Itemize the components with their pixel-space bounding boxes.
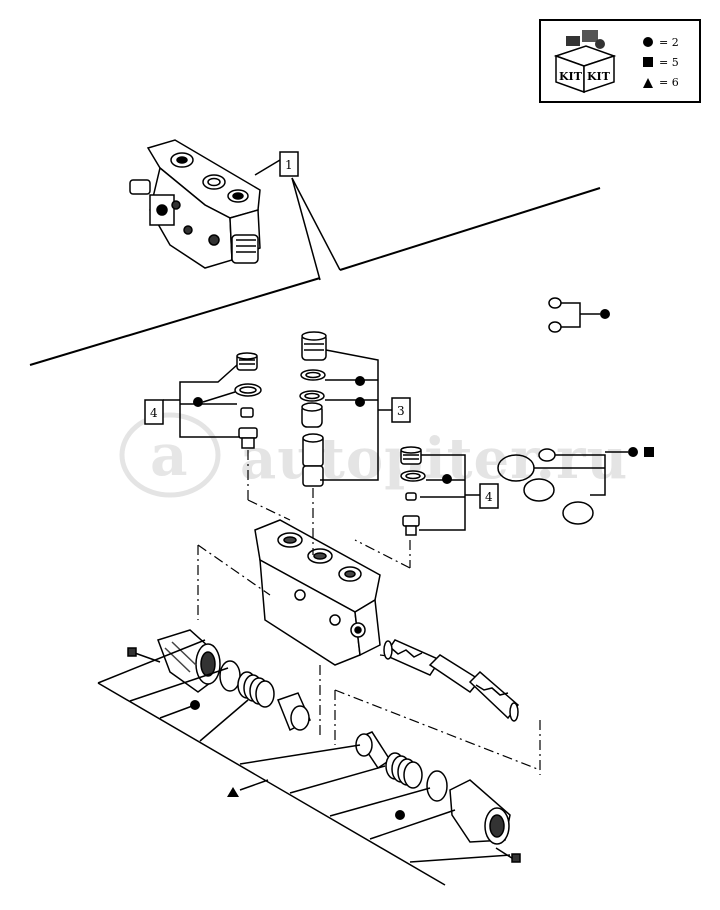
large-o-rings [497, 447, 654, 525]
legend-circle-icon [643, 37, 653, 47]
callout-4-right [419, 454, 499, 531]
spool [383, 639, 520, 722]
legend-triangle-icon [643, 78, 653, 88]
bottom-kit-bracket [97, 639, 511, 886]
right-end-cap-assembly [355, 731, 521, 863]
large-o-rings-kit-square [644, 447, 654, 457]
callout-4-left-label: 4 [150, 406, 158, 420]
legend-square-icon [643, 57, 653, 67]
right-stack-kit-circle [442, 474, 452, 484]
callout-3 [320, 349, 411, 481]
o-ring-pair [548, 297, 610, 333]
valve-section-body [254, 519, 381, 666]
dashed-assembly-lines [197, 450, 541, 775]
callout-1-label: 1 [285, 158, 293, 172]
callout-4-left [144, 364, 240, 438]
right-spring [385, 752, 423, 789]
o-ring-pair-kit-circle [600, 309, 610, 319]
callout-4-right-label: 4 [485, 490, 493, 504]
bracket-kit-triangle [227, 787, 239, 797]
left-plug-stack [234, 352, 262, 449]
kit-box-icon: KIT KIT [553, 30, 617, 94]
callout-1: 1 [254, 151, 341, 281]
left-spring [237, 671, 275, 708]
kit-legend: KIT KIT = 2 = 5 = 6 [539, 19, 701, 103]
left-end-cap-assembly [127, 629, 311, 732]
left-cap-kit-circle [190, 700, 200, 710]
right-plug-stack [400, 446, 426, 536]
right-cap-kit-circle [395, 810, 405, 820]
center-stack-kit-circle-1 [355, 376, 365, 386]
center-spool-stack [299, 331, 327, 487]
svg-text:a: a [150, 421, 188, 489]
kit-label-right: KIT [587, 70, 611, 83]
kit-label-left: KIT [559, 70, 583, 83]
left-stack-kit-circle [193, 397, 203, 407]
center-stack-kit-circle-2 [355, 397, 365, 407]
callout-3-label: 3 [397, 404, 405, 418]
assembled-valve-illustration [129, 139, 261, 269]
watermark-text: autopiter.ru [240, 426, 628, 492]
section-separator [29, 187, 601, 366]
legend-circle-text: = 2 [659, 36, 679, 49]
legend-square-text: = 5 [659, 56, 679, 69]
legend-triangle-text: = 6 [659, 76, 679, 89]
large-o-rings-kit-circle [628, 447, 638, 457]
